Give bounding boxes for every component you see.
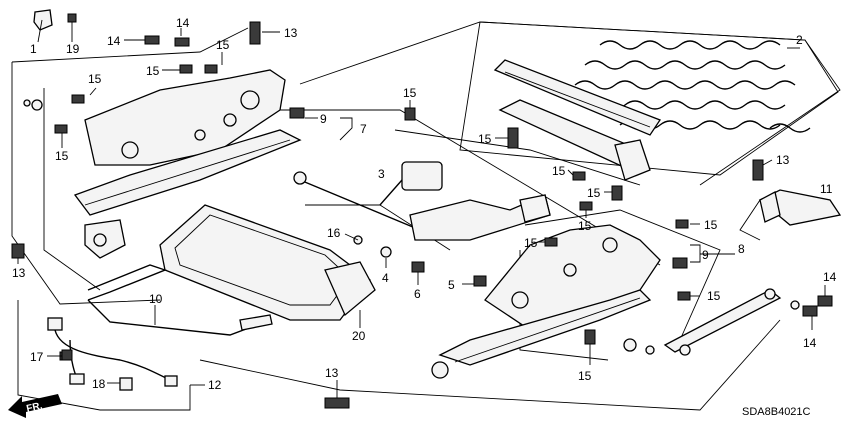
bolt-15-bottom-b [584,329,596,345]
callout-label: 4 [382,271,389,285]
callout-label: 15 [578,219,592,233]
bolt-15-b [204,64,218,74]
callout-label: 5 [448,278,455,292]
diagram-code: SDA8B4021C [742,406,811,418]
group-outlines [11,21,841,411]
washer-left-a [23,99,31,107]
callout-label: 15 [578,369,592,383]
seat-spring-mat [459,21,839,176]
nut-4 [380,246,392,258]
bolt-14-top-a [144,35,160,45]
bolt-15-e [572,171,586,181]
bolt-15-g [611,185,623,201]
bolt-15-i [677,291,691,301]
callout-label: 6 [414,287,421,301]
callout-label: 12 [208,378,222,392]
seat-pan [159,204,376,321]
callout-label: 13 [776,153,790,167]
left-seat-frame [73,69,302,259]
callout-label: 2 [796,33,803,47]
direction-label: FR. [25,401,43,415]
lower-link-bar [623,288,782,356]
bolt-15-c [71,94,85,104]
callout-label: 15 [524,236,538,250]
callout-label: 15 [552,164,566,178]
leader-lines [17,19,826,398]
right-seat-frame [431,224,661,379]
callout-label: 7 [360,122,367,136]
callout-label: 15 [704,218,718,232]
front-cross-rail [493,59,661,181]
bolt-15-d [54,124,68,134]
callout-label: 13 [284,26,298,40]
clip-part-1 [33,9,53,31]
callout-label: 9 [320,112,327,126]
bolt-14-right-a [817,295,833,307]
bolt-15-f [579,201,593,211]
bolt-15-center [404,107,416,121]
callout-label: 15 [587,186,601,200]
callout-label: 14 [823,270,837,284]
washer-left-b [31,99,43,111]
callout-label: 13 [325,366,339,380]
bolt-15-bottom-a [544,237,558,247]
callout-label: 11 [820,182,833,196]
callout-label: 18 [92,377,106,391]
clip-9-top [289,107,305,119]
callout-label: 15 [55,149,69,163]
callout-label: 10 [149,292,163,306]
callout-label: 15 [707,289,721,303]
bolt-14-top-b [174,37,190,47]
callout-label: 14 [107,34,121,48]
callout-labels: 1 19 14 14 13 15 15 15 15 9 7 15 3 15 15… [12,16,837,392]
callout-label: 15 [403,86,417,100]
callout-label: 1 [30,42,37,56]
callout-label: 13 [12,266,26,280]
motor [293,161,443,231]
bolt-14-right-b [802,305,818,317]
callout-label: 16 [327,226,341,240]
wire-rod [87,264,273,336]
bolt-13-right [752,159,764,181]
bolt-13-left [11,243,25,259]
callout-label: 15 [478,132,492,146]
callout-label: 15 [216,38,230,52]
callout-label: 15 [88,72,102,86]
callout-label: 15 [146,64,160,78]
callout-label: 19 [66,42,80,56]
bolt-13-top [249,21,261,45]
bolt-13-bottom [324,397,350,409]
callout-label: 3 [378,167,385,181]
fasteners [11,9,833,409]
callout-label: 14 [176,16,190,30]
screw-19 [67,13,77,23]
nut-5 [473,275,487,287]
washer-right [790,300,800,310]
callout-label: 9 [702,248,709,262]
clip-18 [119,377,133,391]
bolt-6 [411,261,425,273]
bolt-15-rail [507,127,519,149]
clip-17 [61,349,73,361]
clip-9-right [672,257,688,269]
callout-label: 17 [30,350,44,364]
bolt-15-a [179,64,193,74]
center-linkage [409,194,551,241]
front-direction-arrow: FR. [8,394,62,418]
callout-label: 20 [352,329,366,343]
callout-label: 8 [738,242,745,256]
side-cover [758,189,842,226]
callout-label: 14 [803,336,817,350]
bolt-15-h [675,219,689,229]
